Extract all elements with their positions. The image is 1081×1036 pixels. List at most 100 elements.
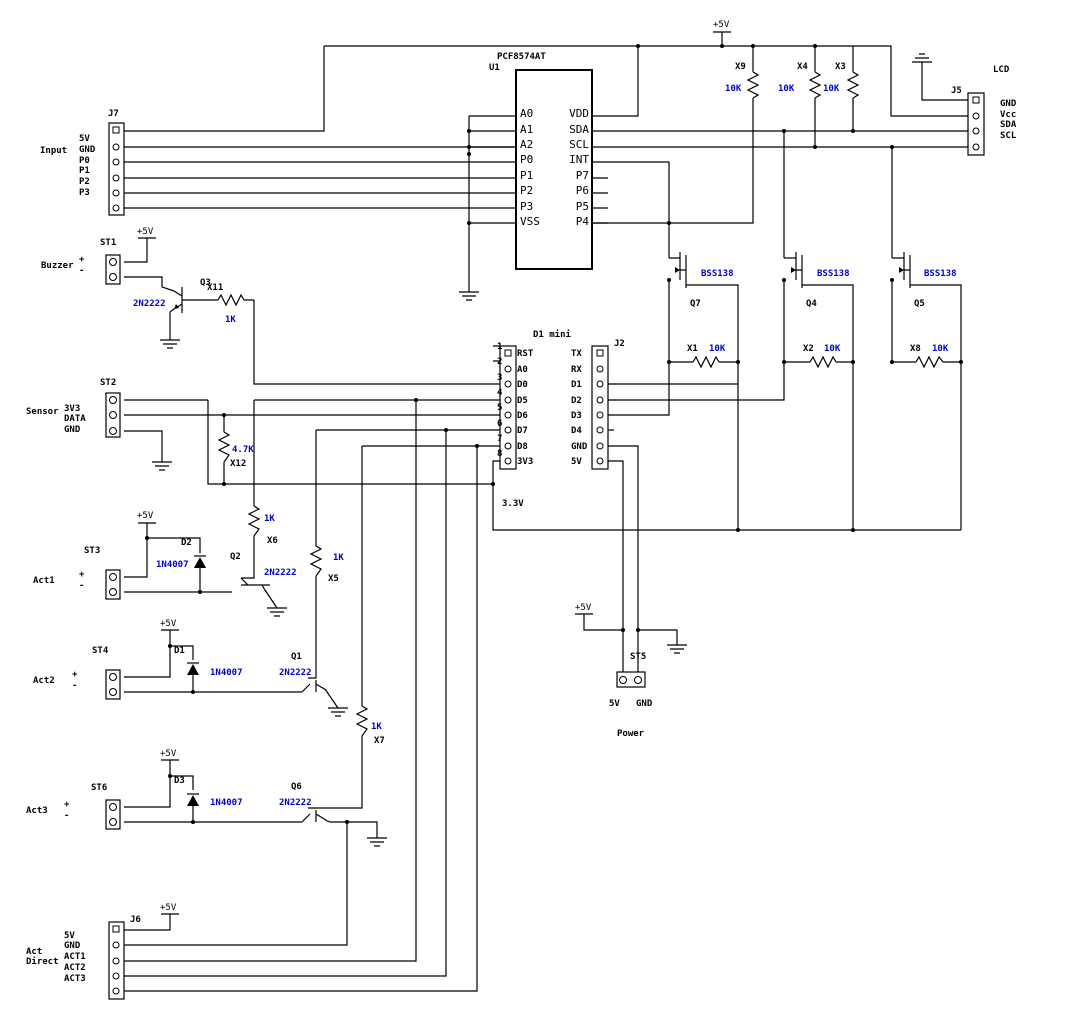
d1mini-pin-3v3: 3V3 (517, 457, 533, 467)
wire-act3-col (124, 806, 302, 823)
sensor-pin-gnd: GND (64, 425, 81, 435)
j6-header: J6 Act Direct 5V GND ACT1 ACT2 ACT3 (26, 915, 141, 1000)
j7-pin-p1: P1 (79, 166, 90, 176)
u1-pin-sda: SDA (569, 123, 589, 136)
wire-j7-bus (124, 146, 516, 209)
st5-title: Power (617, 729, 645, 739)
act3-d-part: 1N4007 (210, 798, 243, 808)
u1-pin-vss: VSS (520, 215, 540, 228)
wire-d7 (315, 429, 500, 546)
u1-pin-a1: A1 (520, 123, 533, 136)
buzzer-title: Buzzer (41, 261, 74, 271)
gate-value-x2: 10K (824, 344, 841, 354)
wire-act1-emit (264, 589, 278, 609)
act2-ref: ST4 (92, 646, 109, 656)
sensor-pin-data: DATA (64, 414, 86, 424)
d1mini-pin-gnd: GND (571, 442, 588, 452)
d1mini-pin-rst: RST (517, 349, 534, 359)
buzzer-plus: + (79, 255, 85, 265)
wire-j6-act2 (124, 430, 447, 977)
buzzer-r-ref: X11 (207, 283, 223, 293)
j7-title: Input (40, 146, 67, 156)
buzzer-block: ST1 Buzzer + - Q3 2N2222 X11 1K (41, 238, 245, 325)
mosfet-ref-q4: Q4 (806, 299, 817, 309)
pullup-ref-x9: X9 (735, 62, 746, 72)
j7-pin-p2: P2 (79, 177, 90, 187)
gate-ref-x2: X2 (803, 344, 814, 354)
act3-block: ST6 Act3 + - D3 1N4007 Q6 2N2222 1K X7 (26, 705, 385, 830)
wire-j6-act3 (124, 446, 478, 992)
wire-j6-5v (124, 914, 171, 931)
d1mini-ref: J2 (614, 339, 625, 349)
stubs-p7-p4 (592, 177, 608, 224)
d1mini-num-6: 6 (497, 419, 502, 429)
u1-pin-p7: P7 (576, 169, 589, 182)
act3-title: Act3 (26, 806, 48, 816)
act1-minus: - (79, 581, 84, 591)
d1mini-pin-d0: D0 (517, 380, 528, 390)
wire-act1-col (124, 568, 232, 593)
wire-d8 (361, 445, 500, 706)
wire-act1-5v (124, 523, 201, 578)
wire-lcd-gnd (921, 62, 968, 101)
wire-act2-emit (324, 688, 339, 709)
act3-d-ref: D3 (174, 776, 185, 786)
d1mini-pin-d4: D4 (571, 426, 582, 436)
wire-q7-gate (668, 280, 738, 363)
act2-d-ref: D1 (174, 646, 185, 656)
j6-pin-act2: ACT2 (64, 963, 86, 973)
wire-q5-drain (910, 284, 962, 530)
j7-ref: J7 (108, 109, 119, 119)
gate-resistors: X1 10K X2 10K X8 10K (687, 344, 949, 369)
wire-q4-gate (783, 280, 853, 363)
st5-ref: ST5 (630, 652, 646, 662)
wire-gnd-u1 (468, 116, 516, 292)
d1mini-pin-d3: D3 (571, 411, 582, 421)
mosfet-part-q4: BSS138 (817, 269, 850, 279)
stubs-rst-a0 (493, 345, 500, 362)
mosfet-part-q5: BSS138 (924, 269, 957, 279)
wire-3v3-bus (492, 484, 961, 531)
j7-pin-5v: 5V (79, 134, 90, 144)
d1mini-num-4: 4 (497, 388, 503, 398)
wire-d2 (608, 362, 785, 401)
buzzer-ref: ST1 (100, 238, 116, 248)
sensor-r-value: 4.7K (232, 445, 254, 455)
act2-minus: - (72, 681, 77, 691)
buzzer-q-part: 2N2222 (133, 299, 166, 309)
d1mini-num-5: 5 (497, 403, 502, 413)
j5-pin-gnd: GND (1000, 99, 1017, 109)
d1mini-num-1: 1 (497, 342, 502, 352)
u1-pin-p0: P0 (520, 153, 533, 166)
mosfets: BSS138 Q7 BSS138 Q4 BSS138 Q5 (669, 252, 957, 309)
d1mini-num-8: 8 (497, 449, 502, 459)
gate-value-x8: 10K (932, 344, 949, 354)
j5-pin-vcc: Vcc (1000, 110, 1016, 120)
gate-ref-x8: X8 (910, 344, 921, 354)
pullup-ref-x3: X3 (835, 62, 846, 72)
j7-header: J7 Input 5V GND P0 P1 P2 P3 (40, 109, 125, 216)
wire-d0-buzzer (253, 300, 500, 385)
wire-act3-base (308, 736, 363, 809)
j7-pin-gnd: GND (79, 145, 96, 155)
d1mini-pin-d6: D6 (517, 411, 528, 421)
pullup-value-x3: 10K (823, 84, 840, 94)
gate-ref-x1: X1 (687, 344, 698, 354)
u1-pin-p1: P1 (520, 169, 533, 182)
wire-gnd-power (608, 445, 639, 630)
wire-vdd (592, 46, 639, 117)
mosfet-ref-q5: Q5 (914, 299, 925, 309)
buzzer-minus: - (79, 266, 84, 276)
vcc-label-act2: +5V (160, 619, 177, 629)
act3-r-value: 1K (371, 722, 382, 732)
d1mini-pin-d2: D2 (571, 396, 582, 406)
act2-plus: + (72, 670, 78, 680)
rail-5v-top (324, 45, 968, 117)
wire-3v3 (207, 400, 500, 485)
u1-ref: U1 (489, 63, 500, 73)
d1mini-pin-a0: A0 (517, 365, 528, 375)
u1-part: PCF8574AT (497, 52, 546, 62)
j6-pin-act1: ACT1 (64, 952, 86, 962)
pullup-value-x9: 10K (725, 84, 742, 94)
wire-d3 (608, 362, 670, 416)
